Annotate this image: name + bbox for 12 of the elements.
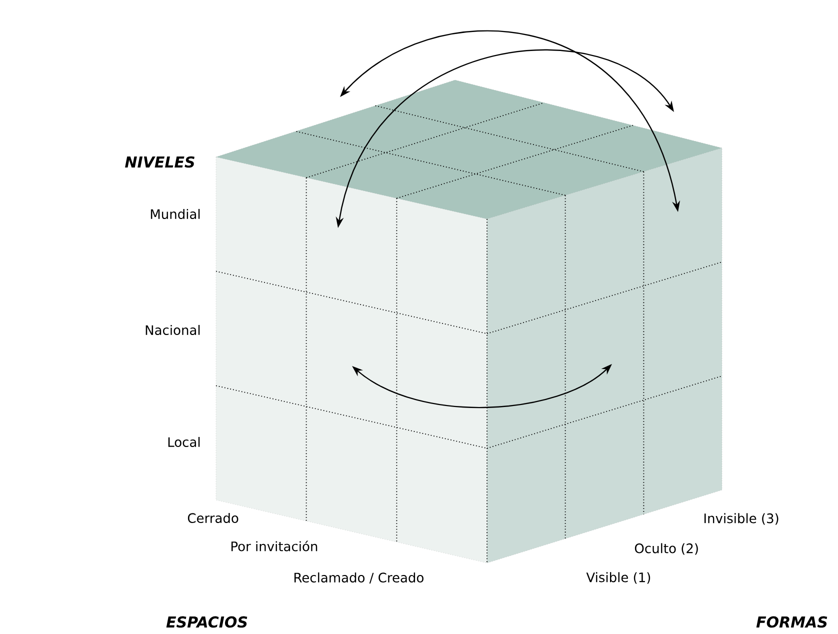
axis-title: NIVELES — [125, 156, 194, 168]
axis-title: FORMAS — [756, 616, 828, 628]
axis-label: Local — [168, 436, 200, 448]
axis-label: Nacional — [146, 324, 200, 336]
axis-label: Oculto (2) — [634, 543, 698, 555]
axis-title: ESPACIOS — [166, 616, 248, 628]
axis-label: Cerrado — [188, 512, 238, 524]
axis-label: Invisible (3) — [704, 513, 778, 525]
axis-label: Reclamado / Creado — [294, 572, 424, 584]
axis-label: Por invitación — [231, 540, 318, 552]
axis-label: Mundial — [150, 208, 200, 220]
axis-label: Visible (1) — [586, 572, 650, 584]
